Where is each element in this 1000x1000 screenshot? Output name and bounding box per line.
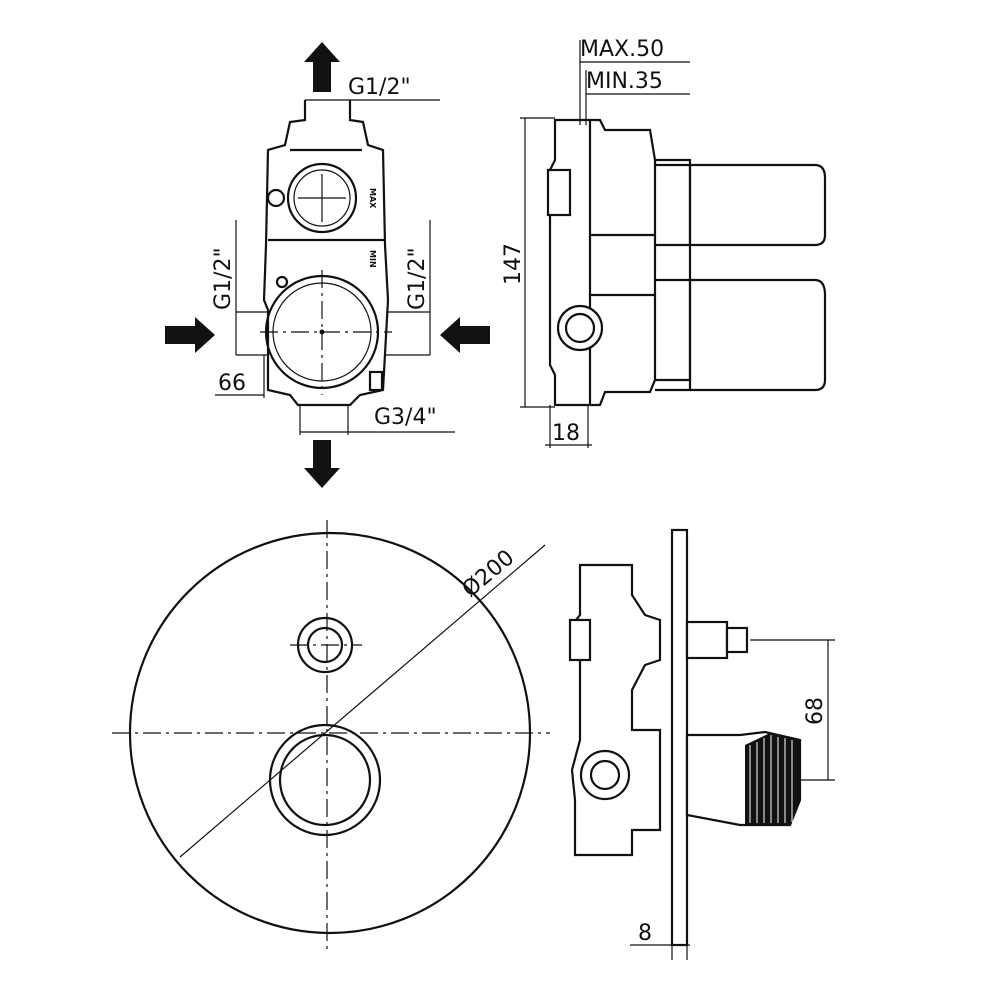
- cover-plate-side-view: 68 8: [568, 528, 835, 960]
- valve-body-front-view: MAX MIN G1/2" G1/2" G1/2" 66 G3/4": [165, 42, 490, 488]
- width-dimension: 66: [218, 371, 246, 396]
- valve-body-side-view: MAX.50 MIN.35 147 18: [501, 37, 827, 448]
- bottom-outlet-thread-label: G3/4": [374, 405, 437, 430]
- arrow-up-icon: [304, 42, 340, 92]
- arrow-left-icon: [440, 317, 490, 353]
- body-label-min: MIN: [368, 250, 377, 268]
- left-inlet-thread-label: G1/2": [211, 247, 236, 310]
- top-outlet-thread-label: G1/2": [348, 75, 411, 100]
- cover-plate-front-view: Ø200: [112, 520, 550, 950]
- min-depth-label: MIN.35: [586, 69, 663, 94]
- height-dimension: 147: [501, 243, 526, 285]
- thickness-dimension: 8: [638, 921, 652, 946]
- offset-dimension: 18: [552, 421, 580, 446]
- arrow-right-icon: [165, 317, 215, 353]
- right-inlet-thread-label: G1/2": [405, 247, 430, 310]
- max-depth-label: MAX.50: [580, 37, 664, 62]
- spacing-dimension: 68: [803, 697, 828, 725]
- body-label-max: MAX: [368, 188, 377, 209]
- arrow-down-icon: [304, 440, 340, 488]
